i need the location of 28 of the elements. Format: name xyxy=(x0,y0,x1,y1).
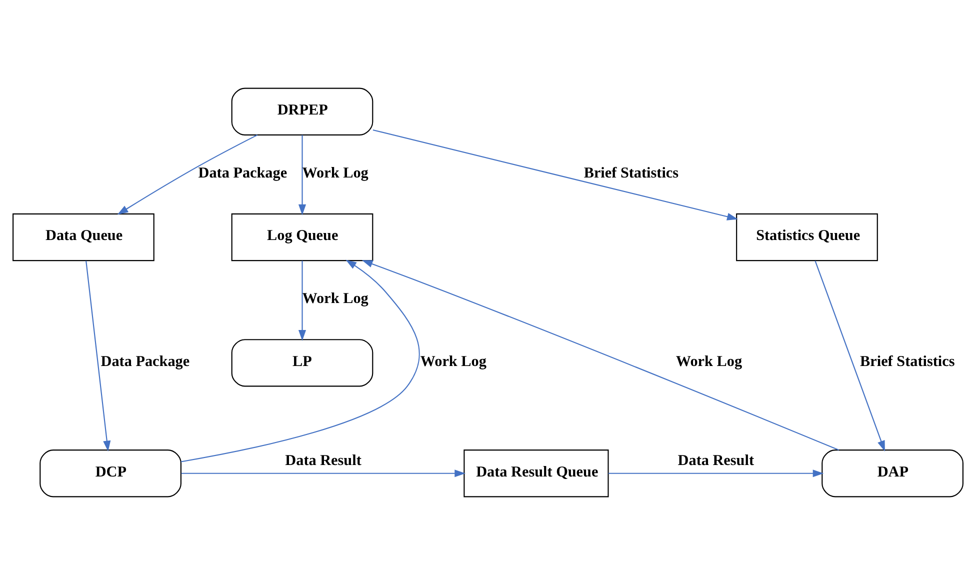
edge-label: Data Result xyxy=(285,451,362,468)
node-box: LP xyxy=(231,338,374,386)
arrow xyxy=(298,134,306,215)
arrow xyxy=(181,469,466,477)
node-box: Log Queue xyxy=(231,212,374,261)
node-box: DRPEP xyxy=(231,87,374,135)
edge-label: Work Log xyxy=(302,290,368,307)
node-box: DAP xyxy=(822,449,964,497)
arrow xyxy=(117,134,258,214)
arrow xyxy=(298,260,306,340)
edge-label: Data Package xyxy=(100,352,190,370)
edge-label: Data Result xyxy=(678,451,754,468)
node-box: DCP xyxy=(40,449,182,497)
edge-label: Brief Statistics xyxy=(860,352,955,370)
edge-label: Work Log xyxy=(676,352,742,370)
node-box: Data Result Queue xyxy=(464,449,609,497)
edge-label: Brief Statistics xyxy=(584,164,679,181)
arrow xyxy=(362,260,840,450)
arrow xyxy=(814,260,885,451)
arrow xyxy=(86,260,111,452)
arrow xyxy=(608,469,824,477)
arrow xyxy=(180,259,420,462)
edge-label: Work Log xyxy=(302,164,368,181)
arrow xyxy=(372,128,738,220)
edge-label: Data Package xyxy=(198,164,288,181)
edge-label: Work Log xyxy=(420,352,486,370)
node-box: Statistics Queue xyxy=(736,212,878,261)
node-box: Data Queue xyxy=(12,212,154,261)
